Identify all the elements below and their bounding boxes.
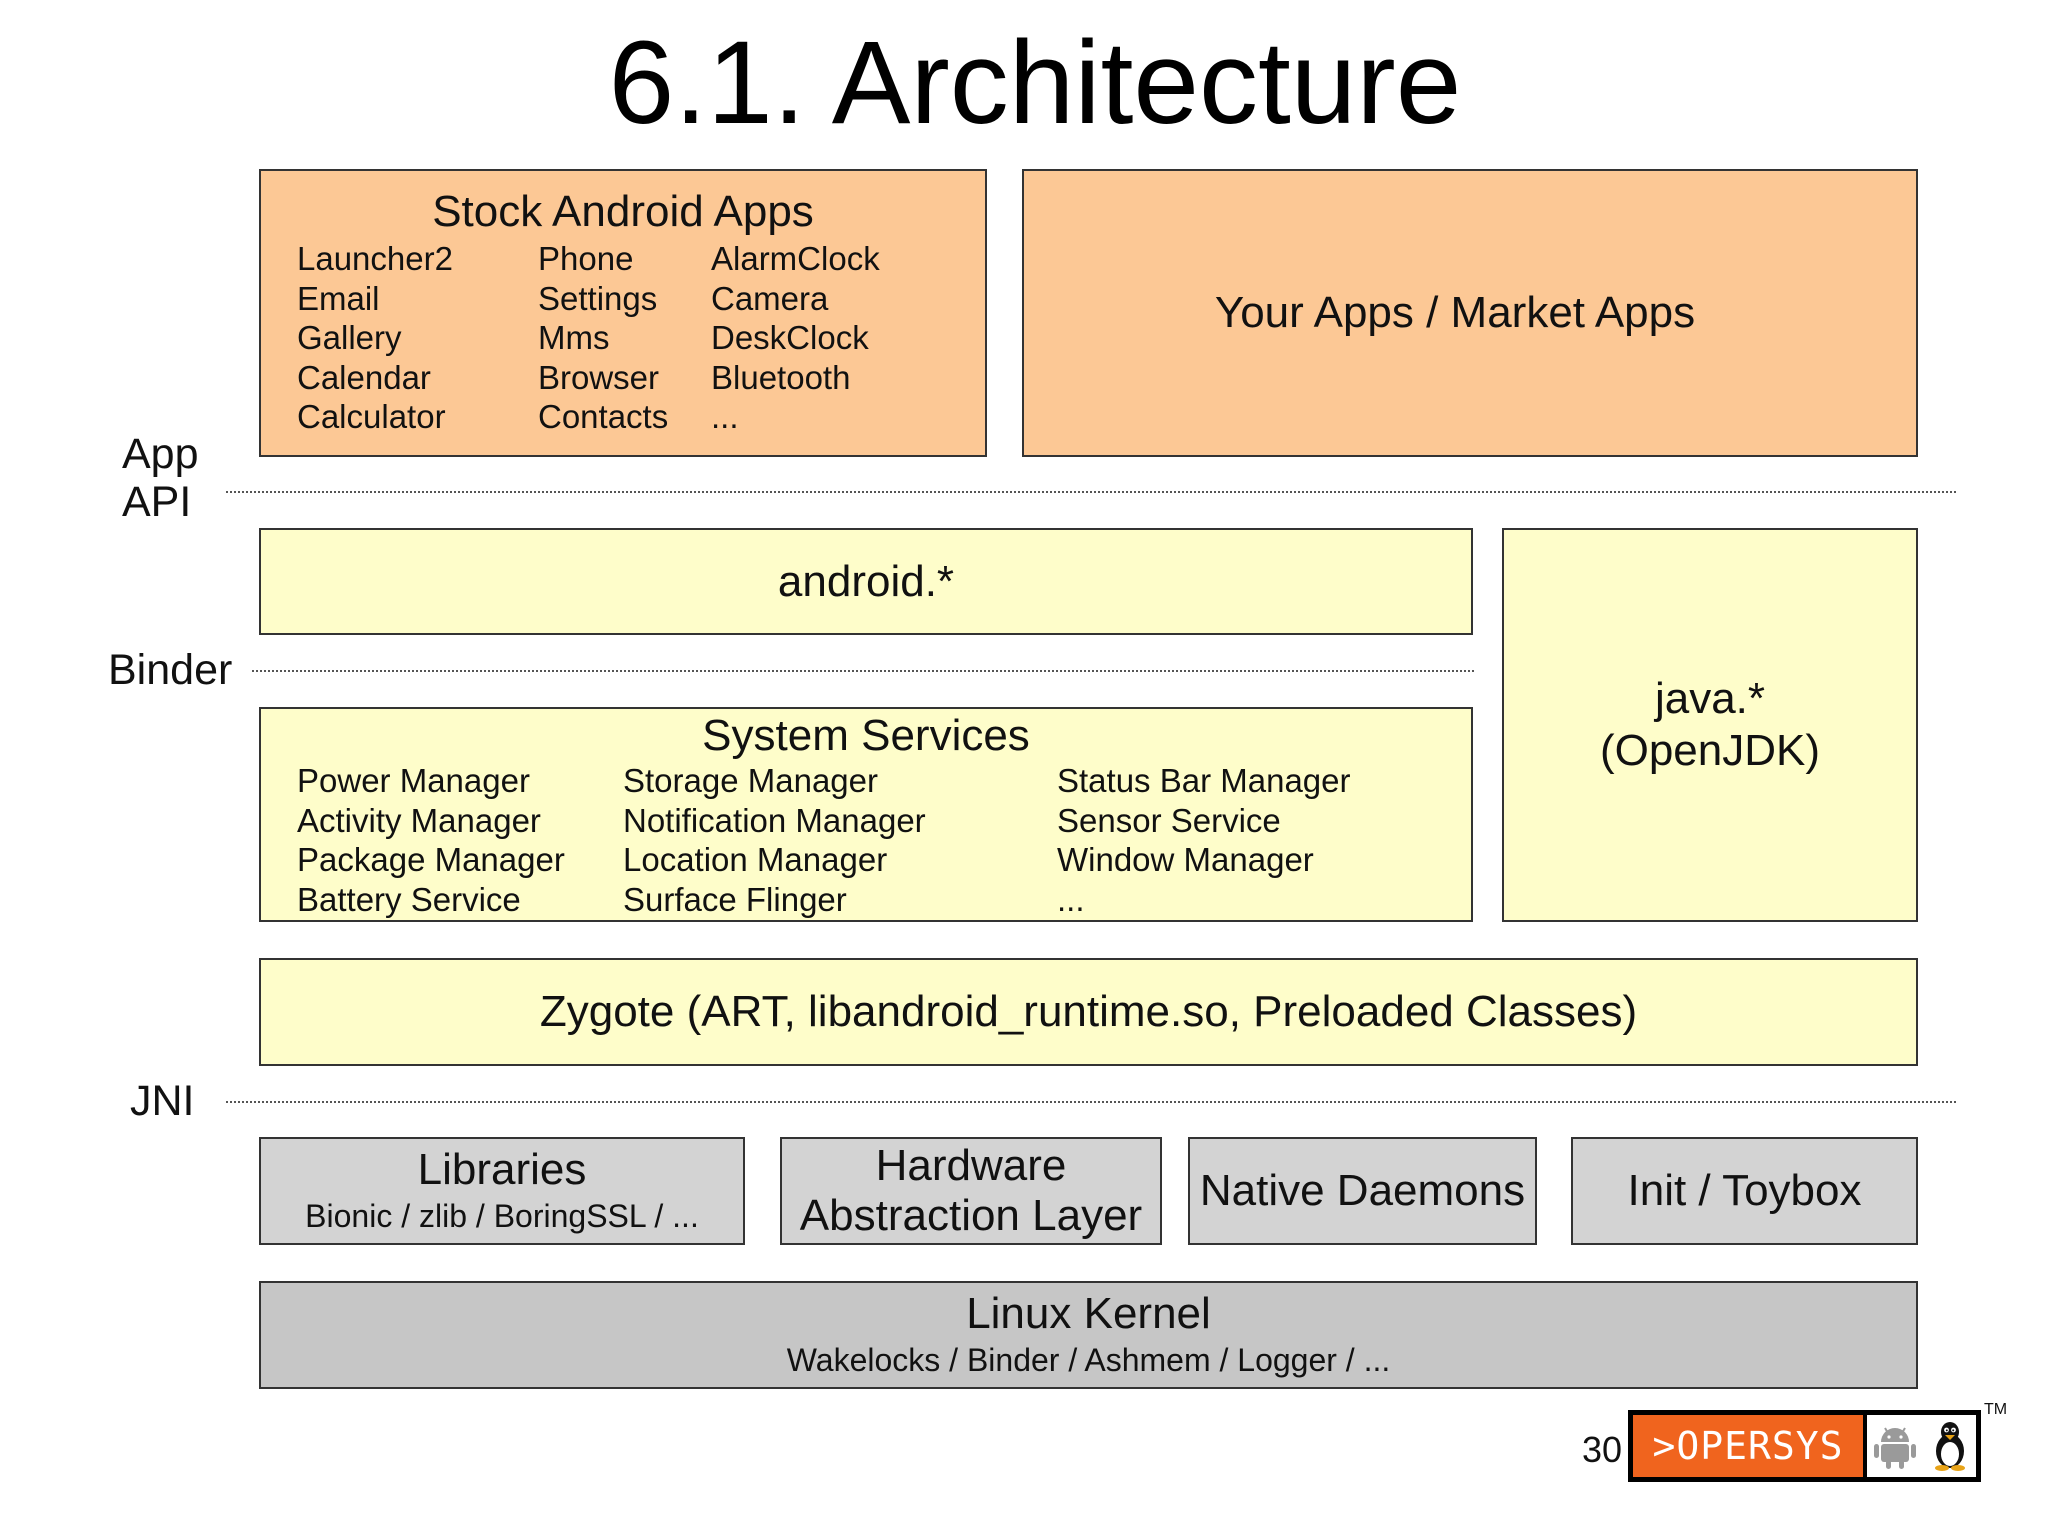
- opersys-logo: >OPERSYS: [1628, 1410, 1981, 1482]
- java-package-line1: java.*: [1654, 674, 1766, 723]
- list-item: Window Manager: [1057, 841, 1314, 878]
- list-item: Surface Flinger: [623, 880, 847, 918]
- list-item: ...: [711, 398, 739, 435]
- opersys-logo-text: >OPERSYS: [1633, 1415, 1863, 1477]
- android-package-box: android.*: [259, 528, 1473, 635]
- libraries-title: Libraries: [417, 1145, 587, 1194]
- android-robot-icon: [1874, 1427, 1917, 1469]
- linux-kernel-subtitle: Wakelocks / Binder / Ashmem / Logger / .…: [786, 1342, 1391, 1378]
- binder-divider: [252, 670, 1474, 672]
- list-item: Mms: [538, 319, 610, 356]
- list-item: Status Bar Manager: [1057, 762, 1351, 799]
- system-services-column-2: Storage Manager Notification Manager Loc…: [623, 761, 926, 919]
- page-number: 30: [1581, 1429, 1623, 1470]
- list-item: Notification Manager: [623, 801, 926, 839]
- your-apps-title: Your Apps / Market Apps: [1214, 288, 1696, 337]
- native-daemons-title: Native Daemons: [1199, 1166, 1526, 1215]
- stock-android-apps-title: Stock Android Apps: [432, 187, 814, 236]
- list-item: AlarmClock: [711, 240, 880, 277]
- jni-divider: [226, 1101, 1956, 1103]
- stock-android-apps-box: Stock Android Apps Launcher2 Email Galle…: [259, 169, 987, 457]
- jni-label: JNI: [130, 1077, 195, 1125]
- stock-apps-column-3: AlarmClock Camera DeskClock Bluetooth ..…: [711, 239, 880, 437]
- app-api-divider: [226, 491, 1956, 493]
- your-apps-box: Your Apps / Market Apps: [1022, 169, 1918, 457]
- zygote-box: Zygote (ART, libandroid_runtime.so, Prel…: [259, 958, 1918, 1066]
- libraries-subtitle: Bionic / zlib / BoringSSL / ...: [305, 1198, 699, 1234]
- stock-apps-column-2: Phone Settings Mms Browser Contacts: [538, 239, 668, 437]
- list-item: Contacts: [538, 398, 669, 435]
- list-item: Camera: [711, 279, 829, 317]
- list-item: Browser: [538, 358, 660, 396]
- native-daemons-box: Native Daemons: [1188, 1137, 1537, 1245]
- list-item: Activity Manager: [297, 801, 541, 839]
- system-services-column-1: Power Manager Activity Manager Package M…: [297, 761, 565, 919]
- list-item: Launcher2: [297, 240, 453, 277]
- page-title: 6.1. Architecture: [608, 17, 1462, 149]
- libraries-box: Libraries Bionic / zlib / BoringSSL / ..…: [259, 1137, 745, 1245]
- app-api-label-line2: API: [122, 478, 192, 526]
- init-toybox-box: Init / Toybox: [1571, 1137, 1918, 1245]
- init-toybox-title: Init / Toybox: [1627, 1166, 1862, 1215]
- app-api-label: App API: [122, 430, 222, 526]
- list-item: Settings: [538, 279, 658, 317]
- list-item: Sensor Service: [1057, 801, 1281, 839]
- system-services-title: System Services: [702, 711, 1030, 760]
- java-package-box: java.* (OpenJDK): [1502, 528, 1918, 922]
- list-item: Package Manager: [297, 841, 565, 878]
- list-item: Location Manager: [623, 841, 888, 878]
- system-services-column-3: Status Bar Manager Sensor Service Window…: [1057, 761, 1351, 919]
- hal-title-line2: Abstraction Layer: [799, 1191, 1143, 1240]
- android-package-title: android.*: [777, 556, 955, 606]
- list-item: Calendar: [297, 358, 431, 396]
- linux-kernel-title: Linux Kernel: [966, 1289, 1211, 1338]
- list-item: Battery Service: [297, 880, 521, 918]
- list-item: Power Manager: [297, 762, 530, 799]
- list-item: DeskClock: [711, 319, 869, 356]
- list-item: Bluetooth: [711, 358, 851, 396]
- list-item: Email: [297, 279, 380, 317]
- binder-label: Binder: [108, 646, 233, 694]
- hal-title-line1: Hardware: [875, 1141, 1067, 1190]
- opersys-logo-icons: [1867, 1415, 1976, 1477]
- linux-kernel-box: Linux Kernel Wakelocks / Binder / Ashmem…: [259, 1281, 1918, 1389]
- list-item: Storage Manager: [623, 762, 878, 799]
- trademark-mark: TM: [1984, 1401, 2008, 1418]
- zygote-title: Zygote (ART, libandroid_runtime.so, Prel…: [539, 987, 1638, 1036]
- hal-box: Hardware Abstraction Layer: [780, 1137, 1162, 1245]
- app-api-label-line1: App: [122, 430, 199, 478]
- system-services-box: System Services Power Manager Activity M…: [259, 707, 1473, 922]
- list-item: Calculator: [297, 398, 446, 435]
- stock-apps-column-1: Launcher2 Email Gallery Calendar Calcula…: [297, 239, 453, 437]
- java-package-line2: (OpenJDK): [1599, 726, 1821, 775]
- list-item: Phone: [538, 240, 634, 277]
- linux-penguin-icon: [1934, 1422, 1965, 1471]
- list-item: ...: [1057, 880, 1085, 918]
- list-item: Gallery: [297, 319, 402, 356]
